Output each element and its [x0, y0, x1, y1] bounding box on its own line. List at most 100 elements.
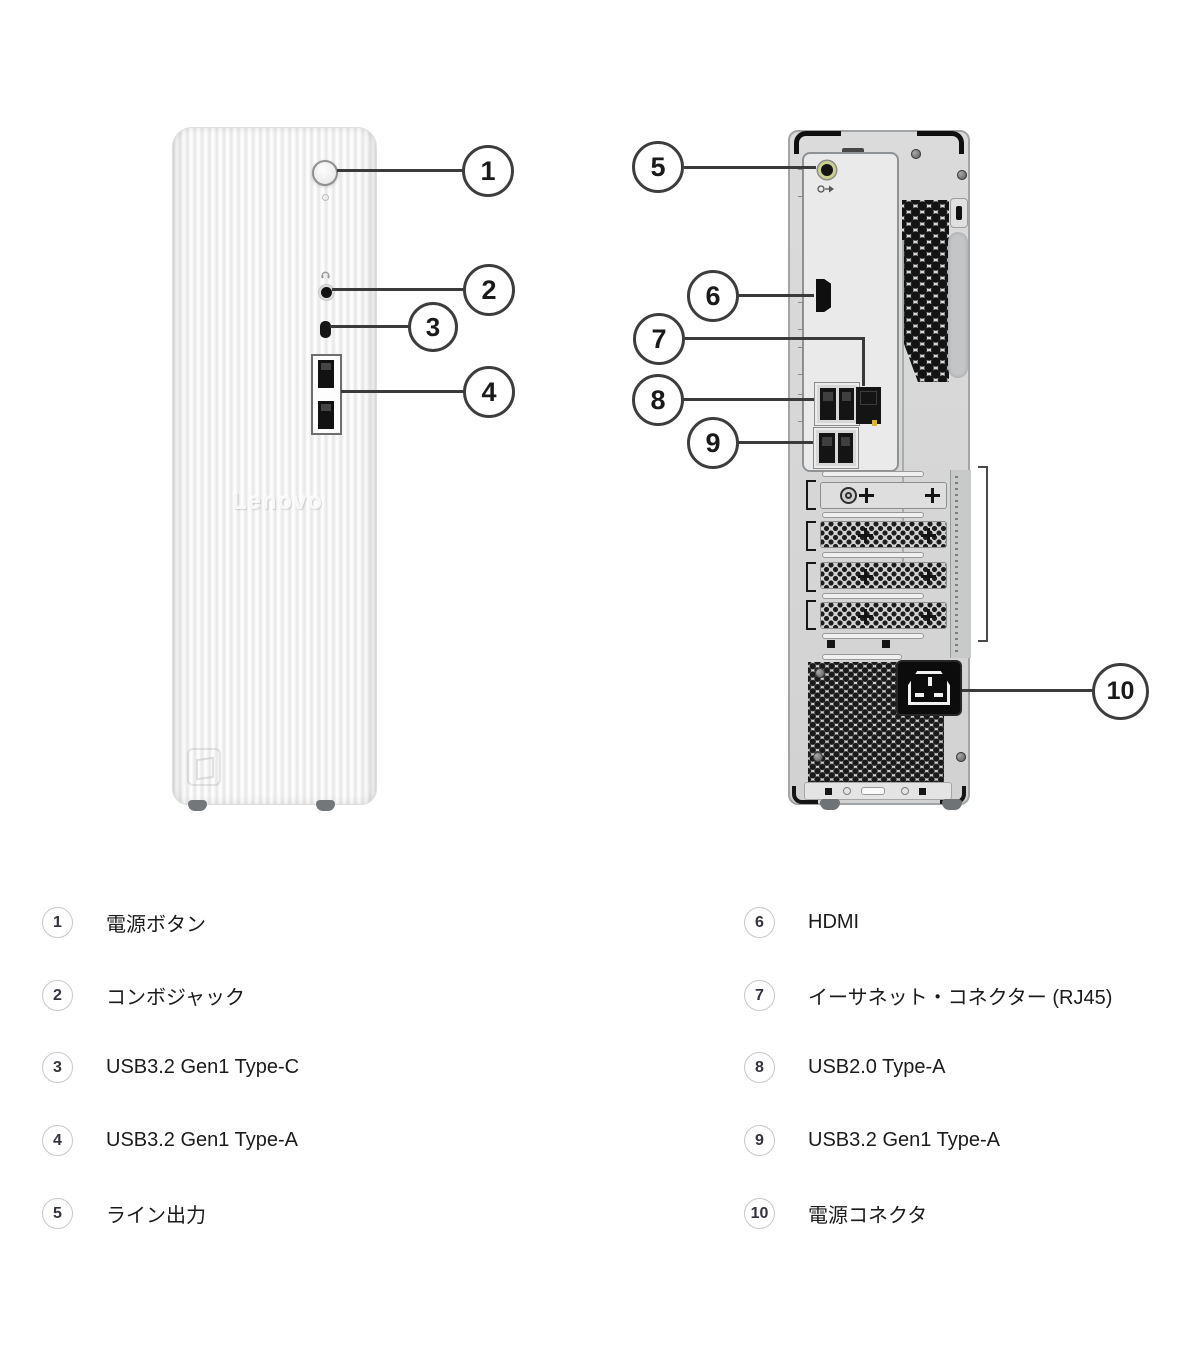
bottom-trim — [804, 782, 952, 800]
legend-badge: 1 — [42, 907, 73, 938]
legend-label: ライン出力 — [106, 1205, 206, 1227]
corner-accent — [794, 131, 841, 154]
foot — [188, 800, 207, 811]
screw-cross-icon — [921, 569, 936, 584]
chassis-detail — [843, 787, 851, 795]
legend-row-4: 4 USB3.2 Gen1 Type-A — [42, 1125, 298, 1156]
slot-clip — [806, 521, 816, 551]
chassis-tab — [842, 148, 864, 154]
legend-row-1: 1 電源ボタン — [42, 907, 206, 938]
usb-a-port — [318, 401, 334, 429]
slot-divider — [822, 654, 902, 660]
usb-a-port — [820, 388, 836, 420]
screw-cross-icon — [858, 609, 873, 624]
legend-label: HDMI — [808, 911, 860, 933]
legend-row-10: 10 電源コネクタ — [744, 1198, 927, 1229]
legend-badge: 4 — [42, 1125, 73, 1156]
foot — [942, 799, 962, 810]
usb-a-port — [819, 433, 835, 463]
screw-cross-icon — [921, 528, 936, 543]
chassis-detail — [901, 787, 909, 795]
legend-badge: 10 — [744, 1198, 775, 1229]
usb-a-port — [318, 360, 334, 388]
legend-label: USB3.2 Gen1 Type-A — [808, 1129, 1000, 1151]
legend-label: USB2.0 Type-A — [808, 1056, 946, 1078]
legend-row-5: 5 ライン出力 — [42, 1198, 206, 1229]
screw-icon — [815, 668, 825, 678]
foot — [820, 799, 840, 810]
chassis-detail — [825, 788, 832, 795]
callout-8: 8 — [632, 374, 684, 426]
usb-c-port — [320, 321, 331, 338]
callout-line-6 — [738, 294, 814, 297]
callout-7: 7 — [633, 313, 685, 365]
callout-4: 4 — [463, 366, 515, 418]
usb-a-port — [837, 433, 853, 463]
power-button — [312, 160, 338, 186]
front-tower: Lenovo — [172, 127, 377, 811]
panel-clip — [798, 169, 803, 197]
corner-accent — [792, 786, 818, 804]
callout-2: 2 — [463, 264, 515, 316]
screw-cross-icon — [858, 528, 873, 543]
chassis-emblem-icon — [187, 748, 221, 786]
legend-badge: 8 — [744, 1052, 775, 1083]
legend-badge: 6 — [744, 907, 775, 938]
power-led-icon — [322, 194, 329, 201]
legend-badge: 2 — [42, 980, 73, 1011]
slot-clip — [806, 562, 816, 592]
callout-line-2 — [332, 288, 464, 291]
screw-cross-icon — [921, 609, 936, 624]
panel-clip — [798, 302, 803, 330]
headset-icon — [320, 269, 331, 280]
usb-a-port-group — [311, 354, 342, 435]
foot — [316, 800, 335, 811]
screw-icon — [911, 149, 921, 159]
screw-icon — [813, 752, 823, 762]
corner-accent — [917, 131, 964, 154]
c14-inlet-icon — [908, 671, 950, 705]
expansion-slot-cover — [820, 562, 947, 589]
chassis-detail — [919, 788, 926, 795]
callout-line-10 — [962, 689, 1094, 692]
line-out-port — [818, 161, 836, 179]
usb3-port-group — [813, 427, 859, 469]
screw-icon — [956, 752, 966, 762]
callout-10: 10 — [1092, 663, 1149, 720]
callout-line-3 — [330, 325, 410, 328]
usb-a-port — [838, 388, 854, 420]
screw-icon — [957, 170, 967, 180]
callout-line-7-drop — [862, 337, 865, 386]
callout-line-9 — [738, 441, 813, 444]
legend-row-9: 9 USB3.2 Gen1 Type-A — [744, 1125, 1000, 1156]
legend-row-7: 7 イーサネット・コネクター (RJ45) — [744, 980, 1112, 1011]
screw-cross-icon — [925, 488, 940, 503]
slot-divider — [822, 633, 924, 639]
card-retention-rail — [950, 470, 971, 658]
slot-clip — [806, 600, 816, 630]
side-recess — [948, 232, 968, 378]
panel-clip — [798, 394, 803, 422]
legend-row-6: 6 HDMI — [744, 907, 859, 938]
legend-row-8: 8 USB2.0 Type-A — [744, 1052, 945, 1083]
power-connector — [896, 660, 962, 716]
legend-badge: 3 — [42, 1052, 73, 1083]
hdmi-port — [816, 279, 831, 312]
legend-label: USB3.2 Gen1 Type-C — [106, 1056, 300, 1078]
slot-divider — [822, 552, 924, 558]
legend-label: イーサネット・コネクター (RJ45) — [808, 987, 1113, 1009]
slot-divider — [822, 593, 924, 599]
callout-line-7 — [685, 337, 865, 340]
legend-label: 電源ボタン — [106, 914, 206, 936]
legend-badge: 5 — [42, 1198, 73, 1229]
panel-seam — [902, 240, 904, 562]
legend-badge: 9 — [744, 1125, 775, 1156]
expansion-slot-cover — [820, 482, 947, 509]
legend-row-3: 3 USB3.2 Gen1 Type-C — [42, 1052, 299, 1083]
callout-line-8 — [684, 398, 814, 401]
ethernet-led — [872, 420, 877, 426]
slot-divider — [822, 512, 924, 518]
callout-3: 3 — [408, 302, 458, 352]
slot-clip — [806, 480, 816, 510]
